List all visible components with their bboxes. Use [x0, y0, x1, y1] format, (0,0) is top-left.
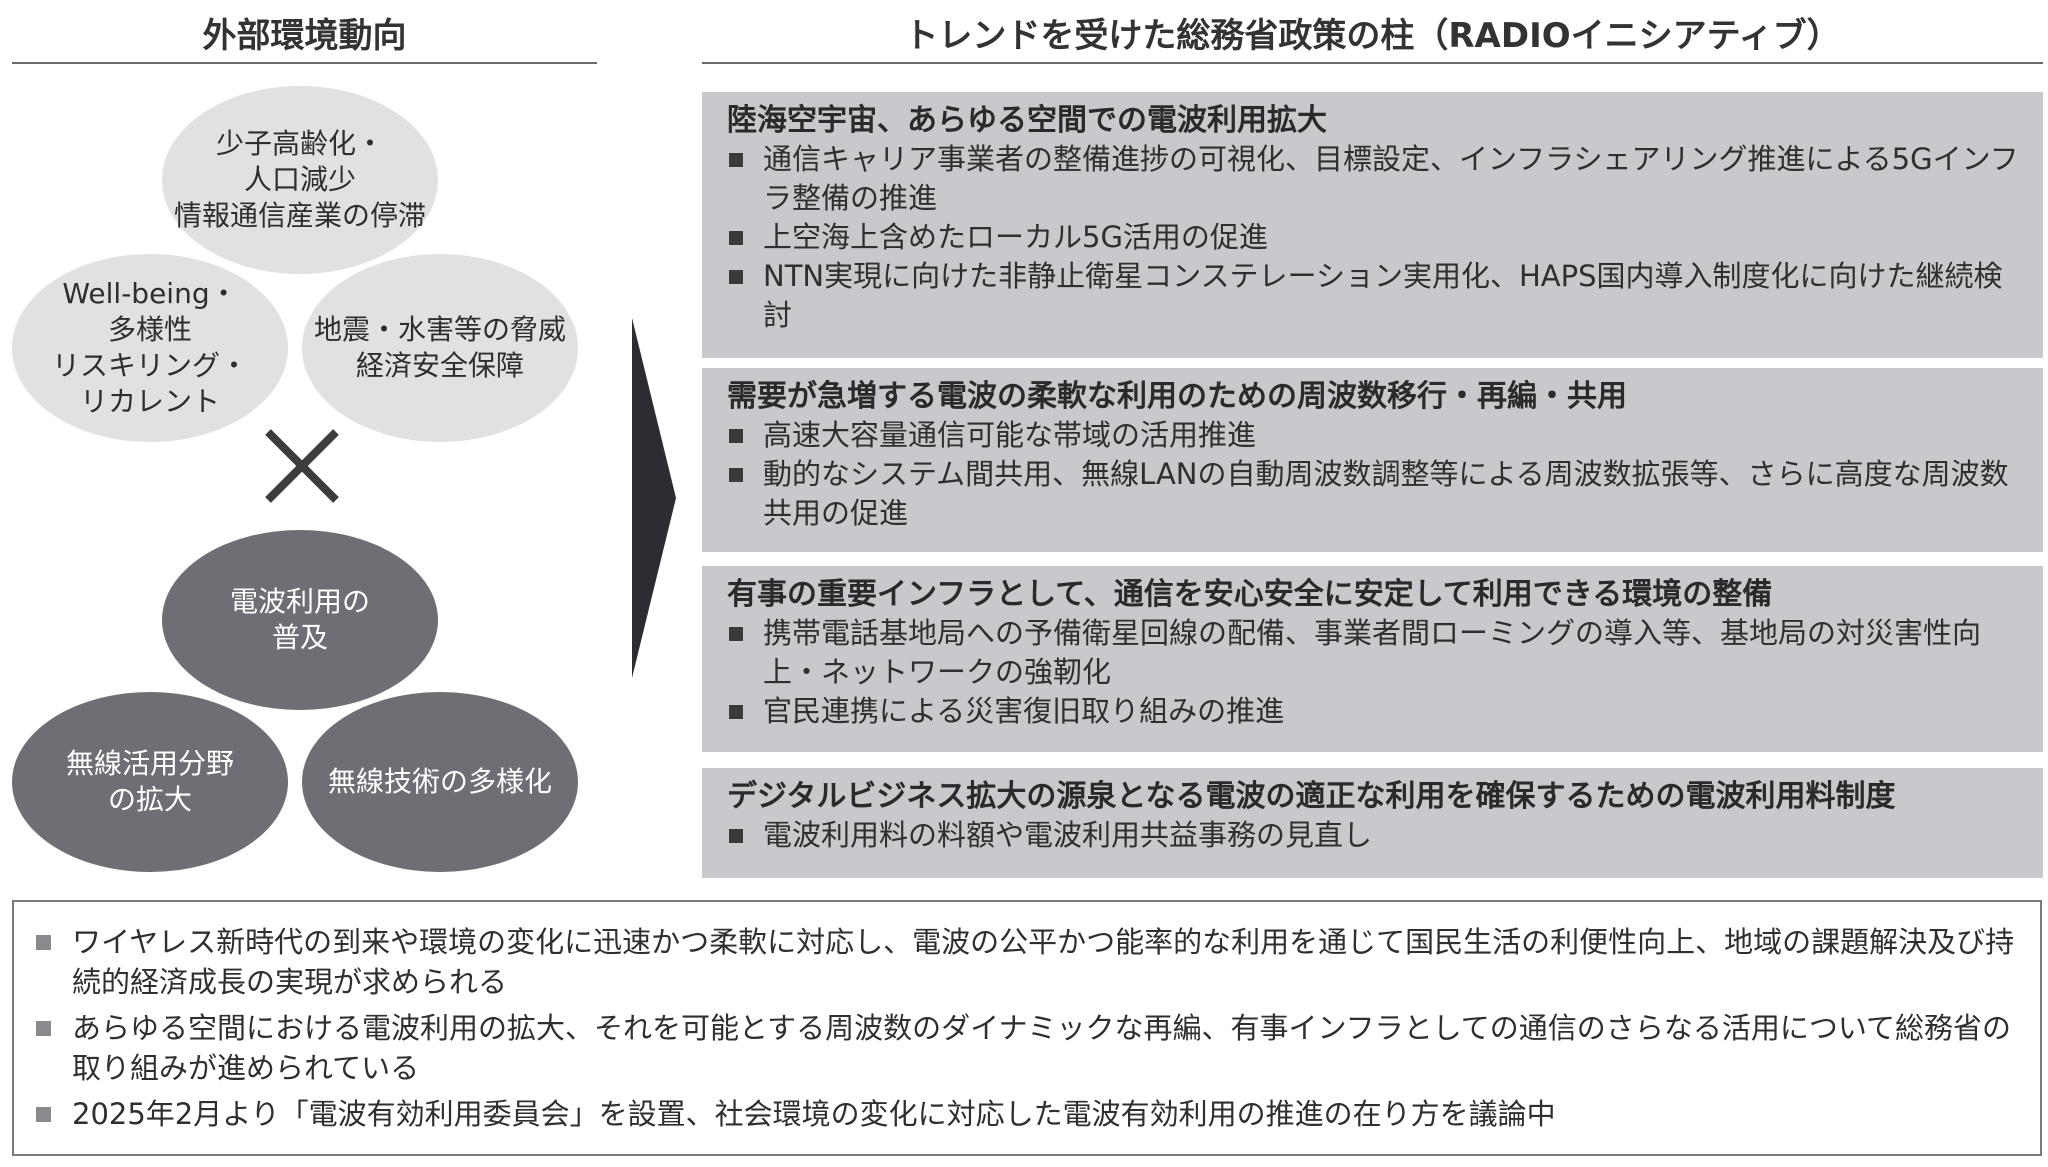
driver-circle-wireless-tech: 無線技術の多様化 [302, 692, 578, 872]
policy-pillar-item: 官民連携による災害復旧取り組みの推進 [727, 692, 2019, 731]
policy-pillar-box: 陸海空宇宙、あらゆる空間での電波利用拡大 通信キャリア事業者の整備進捗の可視化、… [702, 92, 2043, 358]
policy-pillar-box: デジタルビジネス拡大の源泉となる電波の適正な利用を確保するための電波利用料制度 … [702, 768, 2043, 878]
trend-circle-aging: 少子高齢化・ 人口減少 情報通信産業の停滞 [162, 86, 438, 274]
policy-pillar-title: デジタルビジネス拡大の源泉となる電波の適正な利用を確保するための電波利用料制度 [727, 779, 1896, 814]
policy-pillar-item: 上空海上含めたローカル5G活用の促進 [727, 218, 2019, 257]
policy-pillar-item: 通信キャリア事業者の整備進捗の可視化、目標設定、インフラシェアリング推進による5… [727, 140, 2019, 218]
driver-circle-radio-spread: 電波利用の 普及 [162, 530, 438, 710]
policy-pillar-box: 有事の重要インフラとして、通信を安心安全に安定して利用できる環境の整備 携帯電話… [702, 566, 2043, 752]
policy-pillar-item: 携帯電話基地局への予備衛星回線の配備、事業者間ローミングの導入等、基地局の対災害… [727, 614, 2019, 692]
left-heading-underline [12, 62, 597, 64]
summary-item: あらゆる空間における電波利用の拡大、それを可能とする周波数のダイナミックな再編、… [34, 1008, 2016, 1088]
cross-icon [265, 429, 339, 503]
policy-pillar-item: NTN実現に向けた非静止衛星コンステレーション実用化、HAPS国内導入制度化に向… [727, 257, 2019, 335]
driver-circle-wireless-fields: 無線活用分野 の拡大 [12, 692, 288, 872]
right-heading-underline [702, 62, 2043, 64]
right-heading: トレンドを受けた総務省政策の柱（RADIOイニシアティブ） [904, 16, 1841, 56]
left-heading: 外部環境動向 [202, 16, 407, 56]
summary-item: ワイヤレス新時代の到来や環境の変化に迅速かつ柔軟に対応し、電波の公平かつ能率的な… [34, 922, 2016, 1002]
trend-circle-wellbeing: Well-being・ 多様性 リスキリング・ リカレント [12, 254, 288, 442]
summary-item: 2025年2月より「電波有効利用委員会」を設置、社会環境の変化に対応した電波有効… [34, 1094, 2016, 1134]
policy-pillar-title: 需要が急増する電波の柔軟な利用のための周波数移行・再編・共用 [727, 379, 1627, 414]
policy-pillar-title: 陸海空宇宙、あらゆる空間での電波利用拡大 [727, 103, 1327, 138]
trend-circle-disaster: 地震・水害等の脅威 経済安全保障 [302, 254, 578, 442]
policy-pillar-box: 需要が急増する電波の柔軟な利用のための周波数移行・再編・共用 高速大容量通信可能… [702, 368, 2043, 552]
right-arrow-icon [632, 318, 676, 678]
policy-pillar-title: 有事の重要インフラとして、通信を安心安全に安定して利用できる環境の整備 [727, 577, 1773, 612]
policy-pillar-item: 高速大容量通信可能な帯域の活用推進 [727, 416, 2019, 455]
policy-pillar-item: 動的なシステム間共用、無線LANの自動周波数調整等による周波数拡張等、さらに高度… [727, 455, 2019, 533]
summary-box: ワイヤレス新時代の到来や環境の変化に迅速かつ柔軟に対応し、電波の公平かつ能率的な… [12, 900, 2042, 1156]
policy-pillar-item: 電波利用料の料額や電波利用共益事務の見直し [727, 816, 2019, 855]
